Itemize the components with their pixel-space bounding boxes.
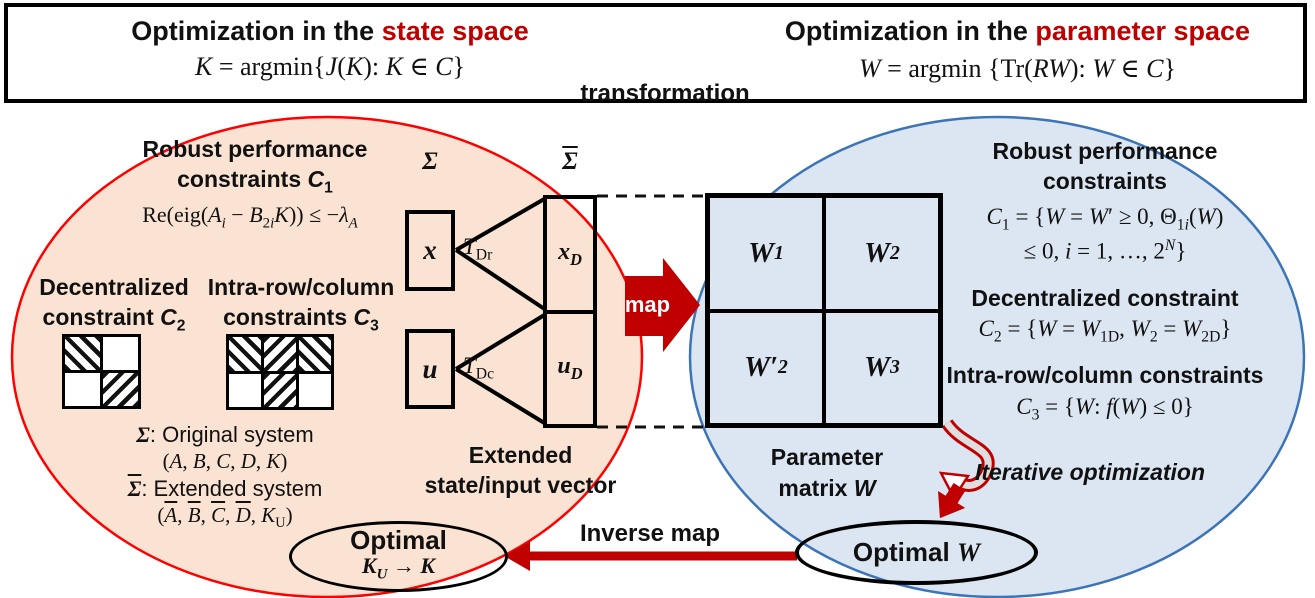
grid-cell-empty xyxy=(229,374,261,407)
intra-heading-right: Intra-row/column constraints xyxy=(946,362,1264,388)
grid-cell-hatch-back xyxy=(229,337,261,371)
intra-heading-left: Intra-row/column constraints C3 xyxy=(205,272,397,342)
robust-heading-line1: Robust performance xyxy=(142,136,368,162)
extended-caption-line2: state/input vector xyxy=(424,472,617,498)
intra-constraint-grid xyxy=(226,334,334,410)
tdc-label: TDc xyxy=(463,353,495,383)
robust-right-line1: Robust performance xyxy=(992,138,1218,164)
extended-vector-caption: Extended state/input vector xyxy=(398,440,643,500)
optimal-w-ellipse: Optimal W xyxy=(795,520,1038,585)
matrix-cell-w2-prime: W′2 xyxy=(710,312,822,423)
x-label: x xyxy=(423,235,437,265)
parameter-space-title: Optimization in the parameter space xyxy=(730,14,1305,48)
header-box xyxy=(4,3,1307,103)
decentralized-heading-left: Decentralized constraint C2 xyxy=(20,272,208,342)
robust-heading-line2: constraints C1 xyxy=(177,166,333,197)
system-legend: Σ: Original system (A, B, C, D, K) Σ: Ex… xyxy=(100,421,350,537)
tdr-label: TDr xyxy=(463,234,493,264)
c3-equation: C3 = {W: f(W) ≤ 0} xyxy=(1016,394,1194,424)
robust-right-line2: constraints xyxy=(1043,168,1167,194)
robust-constraints-heading-left: Robust performance constraints C1 xyxy=(85,134,425,204)
grid-cell-empty xyxy=(299,374,331,407)
robust-constraints-heading-right: Robust performance constraints xyxy=(945,136,1265,196)
robust-constraint-equation: Re(eig(Ai − B2iK)) ≤ −λA xyxy=(142,202,358,232)
grid-cell-hatch-back xyxy=(299,337,331,371)
state-space-title: Optimization in the state space xyxy=(30,14,630,48)
decentralized-heading-line2: constraint C2 xyxy=(42,304,186,335)
xd-label: xD xyxy=(558,238,582,269)
grid-cell-hatch-back xyxy=(65,337,100,370)
grid-cell-empty xyxy=(65,373,100,406)
c1-equation-line2: ≤ 0, i = 1, …, 2N} xyxy=(1023,237,1187,264)
inverse-map-label: Inverse map xyxy=(579,520,721,547)
map-label: map xyxy=(624,292,671,317)
extended-caption-line1: Extended xyxy=(468,442,573,468)
x-vector-box: x xyxy=(405,210,455,291)
parameter-space-title-prefix: Optimization in the xyxy=(784,16,1036,46)
legend-extended-params: (A, B, C, D, KU) xyxy=(157,503,293,532)
sigma-bar-label: Σ xyxy=(562,148,578,175)
matrix-caption-line2: matrix W xyxy=(778,475,876,501)
parameter-space-equation: W = argmin {Tr(RW): W ∈ C} xyxy=(859,54,1176,83)
optimal-k-line2: KU → K xyxy=(361,552,436,583)
grid-cell-hatch-fwd xyxy=(264,374,296,407)
map-arrow-icon xyxy=(625,258,700,352)
intra-heading-line2: constraints C3 xyxy=(223,304,379,335)
decentralized-heading-right: Decentralized constraint xyxy=(971,285,1239,311)
legend-extended-system: Σ: Extended system xyxy=(127,476,323,501)
xd-cell: xD xyxy=(547,199,593,314)
c2-equation: C2 = {W = W1D, W2 = W2D} xyxy=(978,316,1232,346)
iterative-optimization-label: Iterative optimization xyxy=(974,459,1206,485)
inverse-map-arrow-icon xyxy=(504,541,797,571)
legend-original-system: Σ: Original system xyxy=(136,422,314,447)
parameter-space-title-accent: parameter space xyxy=(1035,16,1251,46)
down-arrow-icon xyxy=(938,483,966,519)
c1-equation-line1: C1 = {W = W′ ≥ 0, Θ1i(W) xyxy=(986,204,1224,234)
decentralized-constraint-grid xyxy=(62,334,141,409)
state-space-title-prefix: Optimization in the xyxy=(131,16,382,46)
transformation-label: transformation xyxy=(580,80,750,107)
sigma-label: Σ xyxy=(422,148,438,175)
grid-cell-empty xyxy=(103,337,138,370)
u-vector-box: u xyxy=(405,329,455,409)
fan-lines xyxy=(454,196,548,426)
matrix-caption-line1: Parameter xyxy=(770,444,884,470)
parameter-matrix-caption: Parameter matrix W xyxy=(757,442,897,504)
ud-cell: uD xyxy=(547,314,593,425)
optimal-k-ellipse: Optimal KU → K xyxy=(289,521,508,592)
u-label: u xyxy=(422,353,438,384)
legend-original-params: (A, B, C, D, K) xyxy=(162,449,288,473)
intra-heading-line1: Intra-row/column xyxy=(207,274,395,300)
grid-cell-hatch-fwd xyxy=(264,337,296,371)
optimal-k-line1: Optimal xyxy=(350,524,447,555)
grid-cell-hatch-fwd xyxy=(103,373,138,406)
optimal-w-label: Optimal W xyxy=(852,537,981,567)
extended-vector-column: xD uD xyxy=(543,195,597,428)
state-space-equation: K = argmin{J(K): K ∈ C} xyxy=(194,52,466,81)
decentralized-heading-line1: Decentralized xyxy=(39,274,189,300)
state-space-title-accent: state space xyxy=(381,16,529,46)
ud-label: uD xyxy=(557,353,583,384)
